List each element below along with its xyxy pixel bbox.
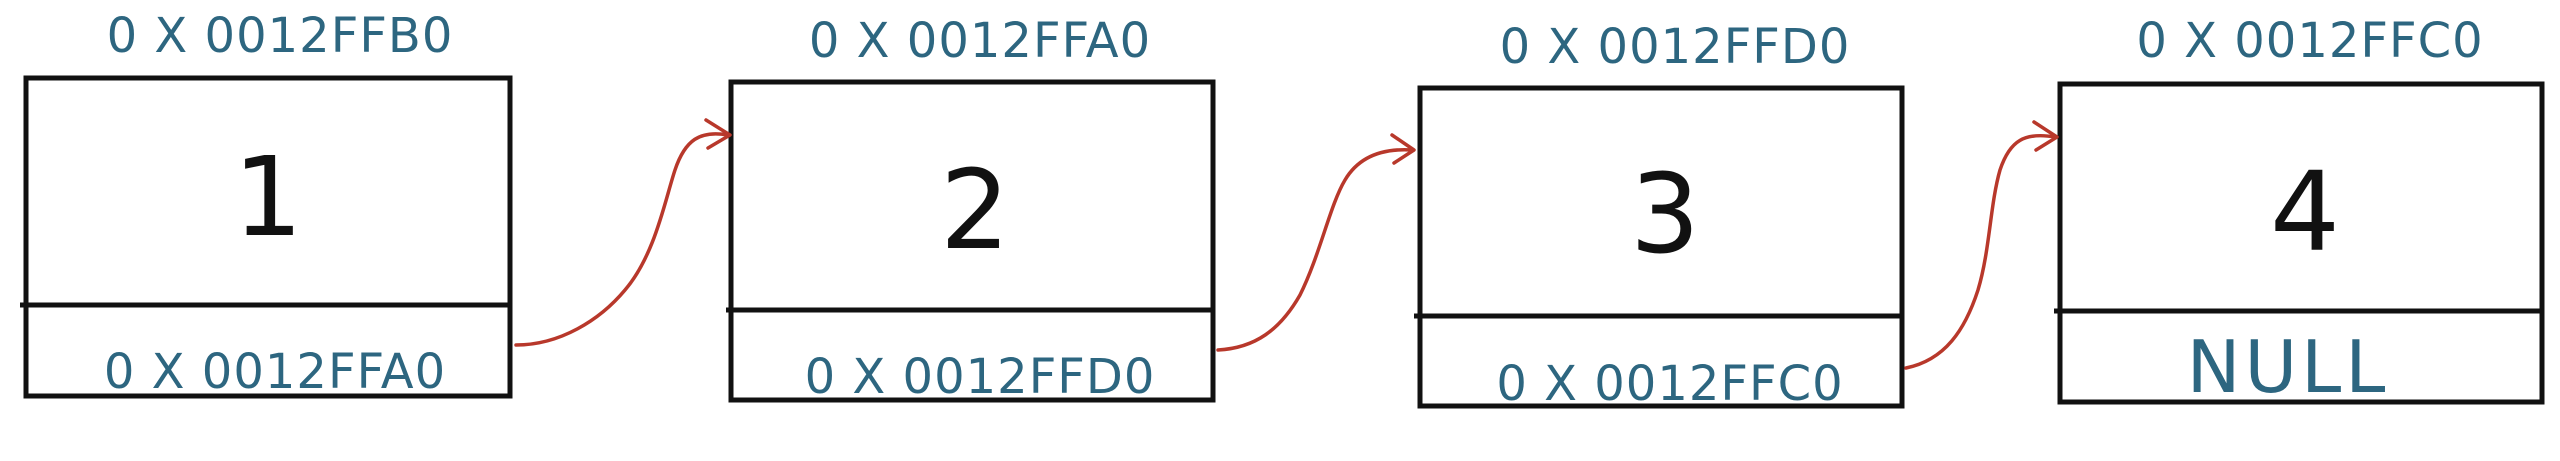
node-1-value: 1: [233, 133, 303, 261]
node-1-address-label: 0 X 0012FFB0: [107, 8, 454, 64]
node-2-next-pointer: 0 X 0012FFD0: [805, 349, 1156, 405]
node-3: 0 X 0012FFD0 3 0 X 0012FFC0: [1414, 19, 1905, 412]
arrow-3-to-4: [1904, 120, 2059, 370]
node-4: 0 X 0012FFC0 4 NULL: [2054, 13, 2545, 409]
node-4-address-label: 0 X 0012FFC0: [2136, 13, 2483, 69]
node-4-box: [2057, 81, 2545, 405]
node-1-next-pointer: 0 X 0012FFA0: [104, 344, 446, 400]
node-2-box: [728, 79, 1216, 403]
arrow-1-to-2: [514, 118, 732, 347]
node-3-address-label: 0 X 0012FFD0: [1500, 19, 1851, 75]
node-4-value: 4: [2270, 148, 2340, 276]
node-3-next-pointer: 0 X 0012FFC0: [1496, 356, 1843, 412]
node-2-value: 2: [940, 146, 1010, 274]
node-1: 0 X 0012FFB0 1 0 X 0012FFA0: [20, 8, 513, 400]
node-3-value: 3: [1630, 150, 1700, 278]
node-4-null-pointer: NULL: [2187, 325, 2390, 409]
node-3-box: [1417, 85, 1905, 409]
node-1-box: [23, 75, 513, 399]
arrow-2-to-3: [1216, 133, 1416, 352]
node-2-address-label: 0 X 0012FFA0: [809, 13, 1151, 69]
node-2: 0 X 0012FFA0 2 0 X 0012FFD0: [726, 13, 1216, 405]
